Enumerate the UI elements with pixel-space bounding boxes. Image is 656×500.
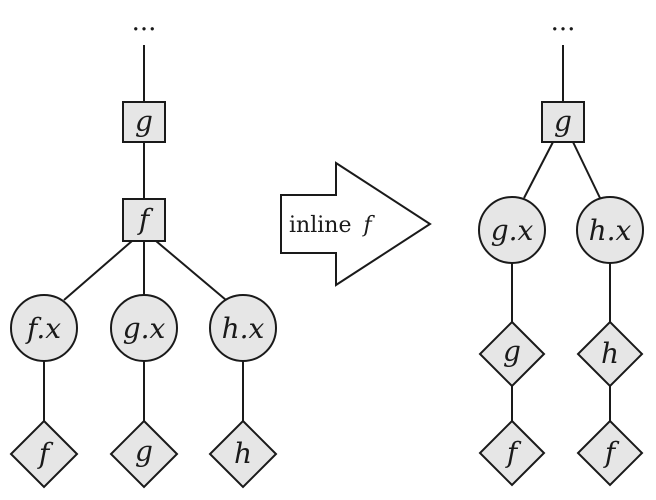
left-g-box-label: g [135, 105, 153, 138]
right-diamond-h [576, 320, 644, 388]
right-g-box [541, 101, 585, 143]
right-g-box-label: g [554, 105, 572, 138]
inline-arrow-label: inline f [289, 213, 375, 238]
left-circle-hx [209, 294, 277, 362]
right-circle-gx-label: g.x [491, 214, 534, 247]
left-f-box [122, 198, 166, 242]
inline-arrow-shape [280, 161, 432, 287]
left-circle-fx [10, 294, 78, 362]
left-edge-f-hx [155, 240, 227, 301]
right-root-ellipsis: ... [551, 7, 576, 37]
right-diamond-f-1 [478, 419, 546, 487]
right-edge-g-hx [572, 141, 601, 199]
right-diamond-f-2 [576, 419, 644, 487]
left-circle-gx [110, 294, 178, 362]
left-diamond-f [9, 419, 79, 489]
right-circle-gx [478, 196, 546, 264]
right-edge-g-gx [523, 141, 554, 199]
left-circle-fx-label: f.x [25, 312, 61, 345]
right-circle-hx-label: h.x [589, 214, 632, 247]
left-diamond-h [208, 419, 278, 489]
left-g-box [122, 101, 166, 143]
right-circle-hx [576, 196, 644, 264]
left-edge-f-fx [63, 240, 133, 301]
left-root-ellipsis: ... [132, 7, 157, 37]
right-diamond-h-label: h [601, 337, 619, 370]
right-tree: ... g g.x h.x g h f f [478, 7, 644, 487]
left-diamond-h-label: h [234, 437, 252, 470]
inline-arrow-word: inline [289, 213, 351, 238]
left-tree: ... g f f.x g.x h.x f g h [9, 7, 278, 489]
right-diamond-g [478, 320, 546, 388]
left-circle-gx-label: g.x [123, 312, 166, 345]
right-diamond-g-label: g [503, 335, 521, 368]
left-diamond-g-label: g [135, 435, 153, 468]
left-diamond-g [109, 419, 179, 489]
inline-arrow: inline f [280, 161, 432, 287]
left-circle-hx-label: h.x [222, 312, 265, 345]
